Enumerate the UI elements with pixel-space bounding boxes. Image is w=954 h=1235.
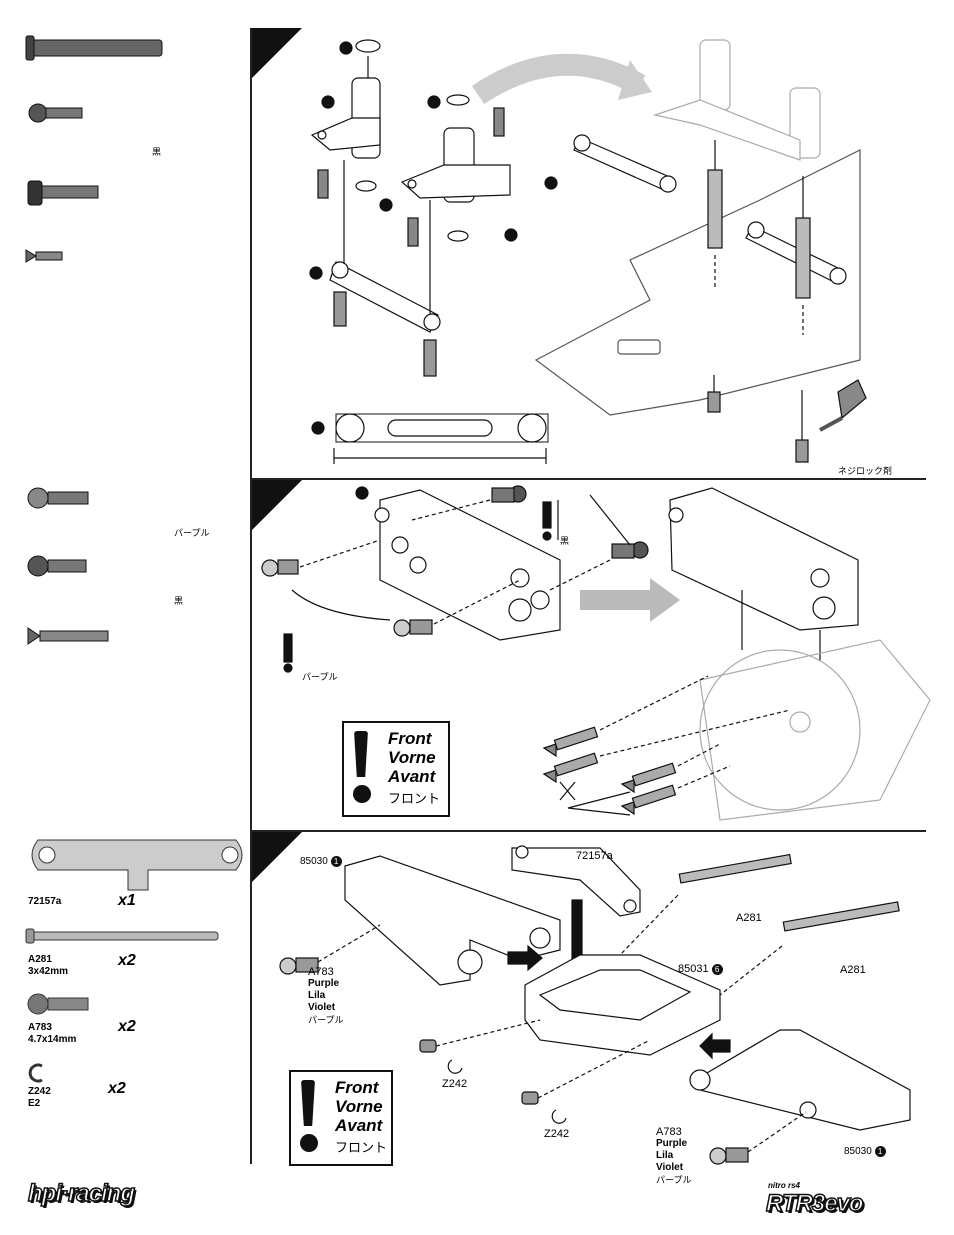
part-spec-a783: 4.7x14mm — [28, 1034, 77, 1045]
label-a281-2: A281 — [840, 964, 866, 976]
label-a783-right: A783 Purple Lila Violet パープル — [656, 1126, 692, 1185]
step2-black-label: 黒 — [560, 536, 570, 546]
sidebar-divider — [250, 28, 252, 1164]
part-qty-a783: x2 — [118, 1018, 136, 1035]
label-85030-bottom: 85030 1 — [844, 1146, 886, 1158]
ballstud-black-part-2 — [27, 555, 49, 577]
part-qty-a281: x2 — [118, 952, 136, 969]
warning-front: Front — [335, 1078, 379, 1097]
ballstud-black-part — [28, 103, 48, 123]
locktite-label: ネジロック剤 — [838, 466, 893, 476]
part-spec-a281: 3x42mm — [28, 966, 69, 977]
flathead-screw-part — [25, 249, 37, 263]
exclamation-icon — [354, 731, 368, 777]
exclamation-icon — [301, 1080, 315, 1126]
step1-illustration — [309, 39, 867, 464]
sidebar-step3-parts — [25, 839, 243, 1083]
label-a281-1: A281 — [736, 912, 762, 924]
ballstud-purple-part — [27, 487, 49, 509]
warning-avant: Avant — [388, 767, 436, 786]
ballstud-a783 — [27, 993, 49, 1015]
part-qty-72157a: x1 — [118, 892, 136, 909]
label-z242-2: Z242 — [544, 1128, 570, 1140]
black-label-1: 黒 — [152, 147, 162, 157]
part-code-z242: Z242 — [28, 1086, 51, 1097]
label-72157a: 72157a — [576, 850, 613, 862]
hpi-racing-logo: hpi·racing — [27, 1179, 136, 1208]
label-z242-1: Z242 — [442, 1078, 468, 1090]
warning-vorne: Vorne — [335, 1097, 383, 1116]
nitro-rs4-small-logo: nitro rs4 — [768, 1181, 801, 1190]
part-code-a281: A281 — [28, 954, 52, 965]
hinge-pin-a281 — [27, 931, 219, 941]
front-warning-box-2: Front Vorne Avant フロント — [289, 1070, 393, 1166]
warning-jp: フロント — [388, 791, 441, 806]
label-85031: 85031 6 — [678, 963, 723, 975]
step3-corner-marker — [252, 832, 302, 882]
part-code-a783: A783 — [28, 1022, 52, 1033]
shoulder-screw-part — [27, 180, 43, 206]
warning-front: Front — [388, 729, 432, 748]
eclip-z242 — [28, 1063, 43, 1083]
long-flathead-screw-part — [27, 627, 41, 645]
warning-avant: Avant — [335, 1116, 383, 1135]
step-divider-1 — [252, 478, 926, 480]
part-spec-z242: E2 — [28, 1098, 41, 1109]
front-warning-box-1: Front Vorne Avant フロント — [342, 721, 450, 817]
step-divider-2 — [252, 830, 926, 832]
step2-illustration — [261, 485, 931, 821]
transition-arrow — [471, 53, 646, 105]
black-label-2: 黒 — [174, 596, 184, 606]
part-code-72157a: 72157a — [28, 896, 62, 907]
purple-label-1: パープル — [174, 528, 210, 538]
steering-post-part — [27, 39, 163, 57]
label-85030-top: 85030 1 — [300, 856, 342, 868]
step2-corner-marker — [252, 480, 302, 530]
part-qty-z242: x2 — [108, 1080, 126, 1097]
warning-jp: フロント — [335, 1140, 388, 1155]
warning-vorne: Vorne — [388, 748, 436, 767]
rtr3evo-logo: RTR3evo — [765, 1189, 864, 1218]
step2-purple-label: パープル — [302, 672, 338, 682]
steering-plate-72157a — [31, 839, 243, 891]
step3-illustration — [279, 845, 911, 1165]
step1-corner-marker — [252, 28, 302, 78]
sidebar-step2-parts — [27, 487, 109, 645]
label-a783-left: A783 Purple Lila Violet パープル — [308, 966, 344, 1025]
sidebar-step1-parts — [25, 35, 163, 263]
